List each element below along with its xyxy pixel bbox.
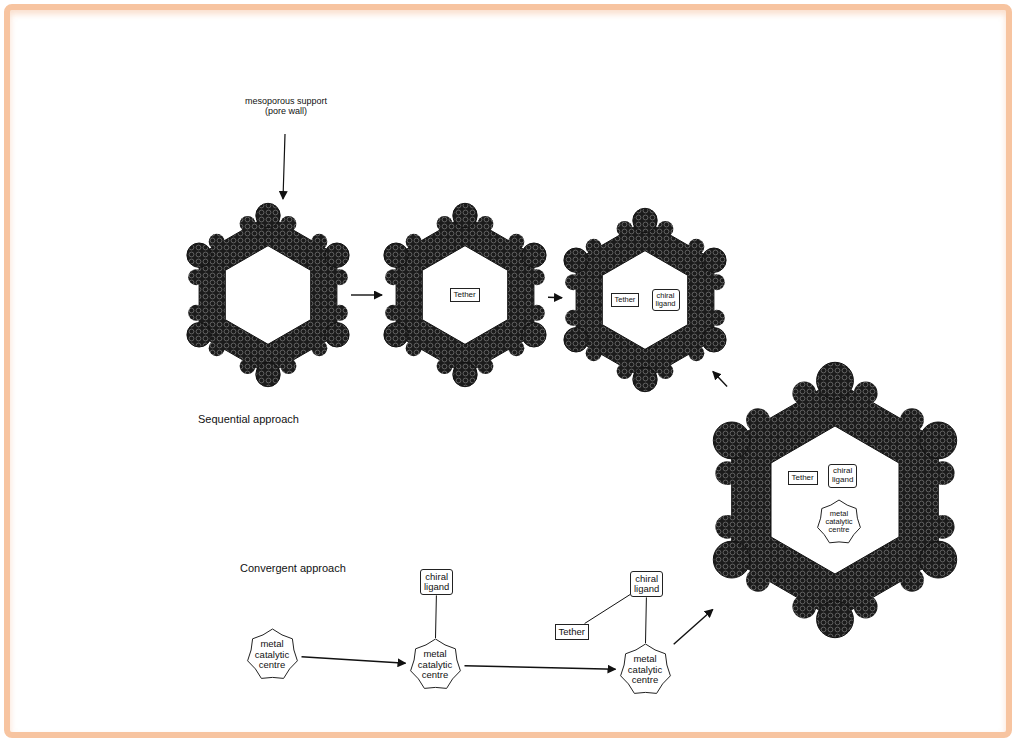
ligand-box: chiral ligand [828, 464, 857, 488]
mesoporous-support: Tether chiral ligand [565, 200, 725, 400]
ligand-box: chiral ligand [630, 571, 663, 598]
ligand-box: chiral ligand [652, 289, 680, 312]
node-text: chiral ligand [832, 467, 853, 485]
metal-centre: metal catalytic centre [246, 628, 299, 682]
metal-centre: metal catalytic centre [409, 638, 462, 692]
node-text: chiral ligand [424, 572, 449, 593]
step-arrow [465, 666, 616, 670]
node-text: chiral ligand [656, 292, 676, 309]
mesoporous-support: Tether chiral ligand metal catalytic centr… [715, 360, 955, 640]
metal-centre: metal catalytic centre [619, 643, 672, 697]
step-arrow [302, 657, 406, 663]
section-label: Sequential approach [198, 413, 299, 426]
tether-box: Tether [450, 288, 480, 303]
node-text: Tether [454, 291, 476, 300]
node-text: Tether [615, 296, 636, 304]
tether-box: Tether [555, 624, 589, 640]
step-arrow [674, 609, 713, 644]
mesoporous-ring [188, 195, 348, 395]
node-text: Tether [792, 474, 814, 483]
mesoporous-ring [565, 200, 725, 400]
node-text: chiral ligand [634, 574, 659, 595]
tether-box: Tether [611, 293, 640, 307]
node-text: metal catalytic centre [255, 639, 289, 670]
step-arrow [548, 297, 562, 299]
tether-box: Tether [788, 471, 818, 486]
mesoporous-support [188, 195, 348, 395]
bond-line [645, 597, 647, 643]
ligand-box: chiral ligand [420, 569, 453, 596]
metal-centre: metal catalytic centre [816, 499, 862, 546]
node-text: metal catalytic centre [418, 649, 452, 680]
mesoporous-ring [715, 360, 955, 640]
bond-line [585, 595, 630, 624]
node-text: metal catalytic centre [628, 654, 662, 685]
step-arrow [351, 294, 382, 295]
mesoporous-support: Tether [385, 195, 545, 395]
step-arrow [713, 372, 727, 387]
leader-line [283, 134, 285, 199]
section-label: Convergent approach [240, 562, 346, 575]
bond-line [435, 595, 437, 638]
page-frame [4, 4, 1012, 738]
callout-label: mesoporous support (pore wall) [240, 96, 332, 117]
node-text: metal catalytic centre [825, 510, 852, 535]
node-text: Tether [559, 627, 585, 637]
